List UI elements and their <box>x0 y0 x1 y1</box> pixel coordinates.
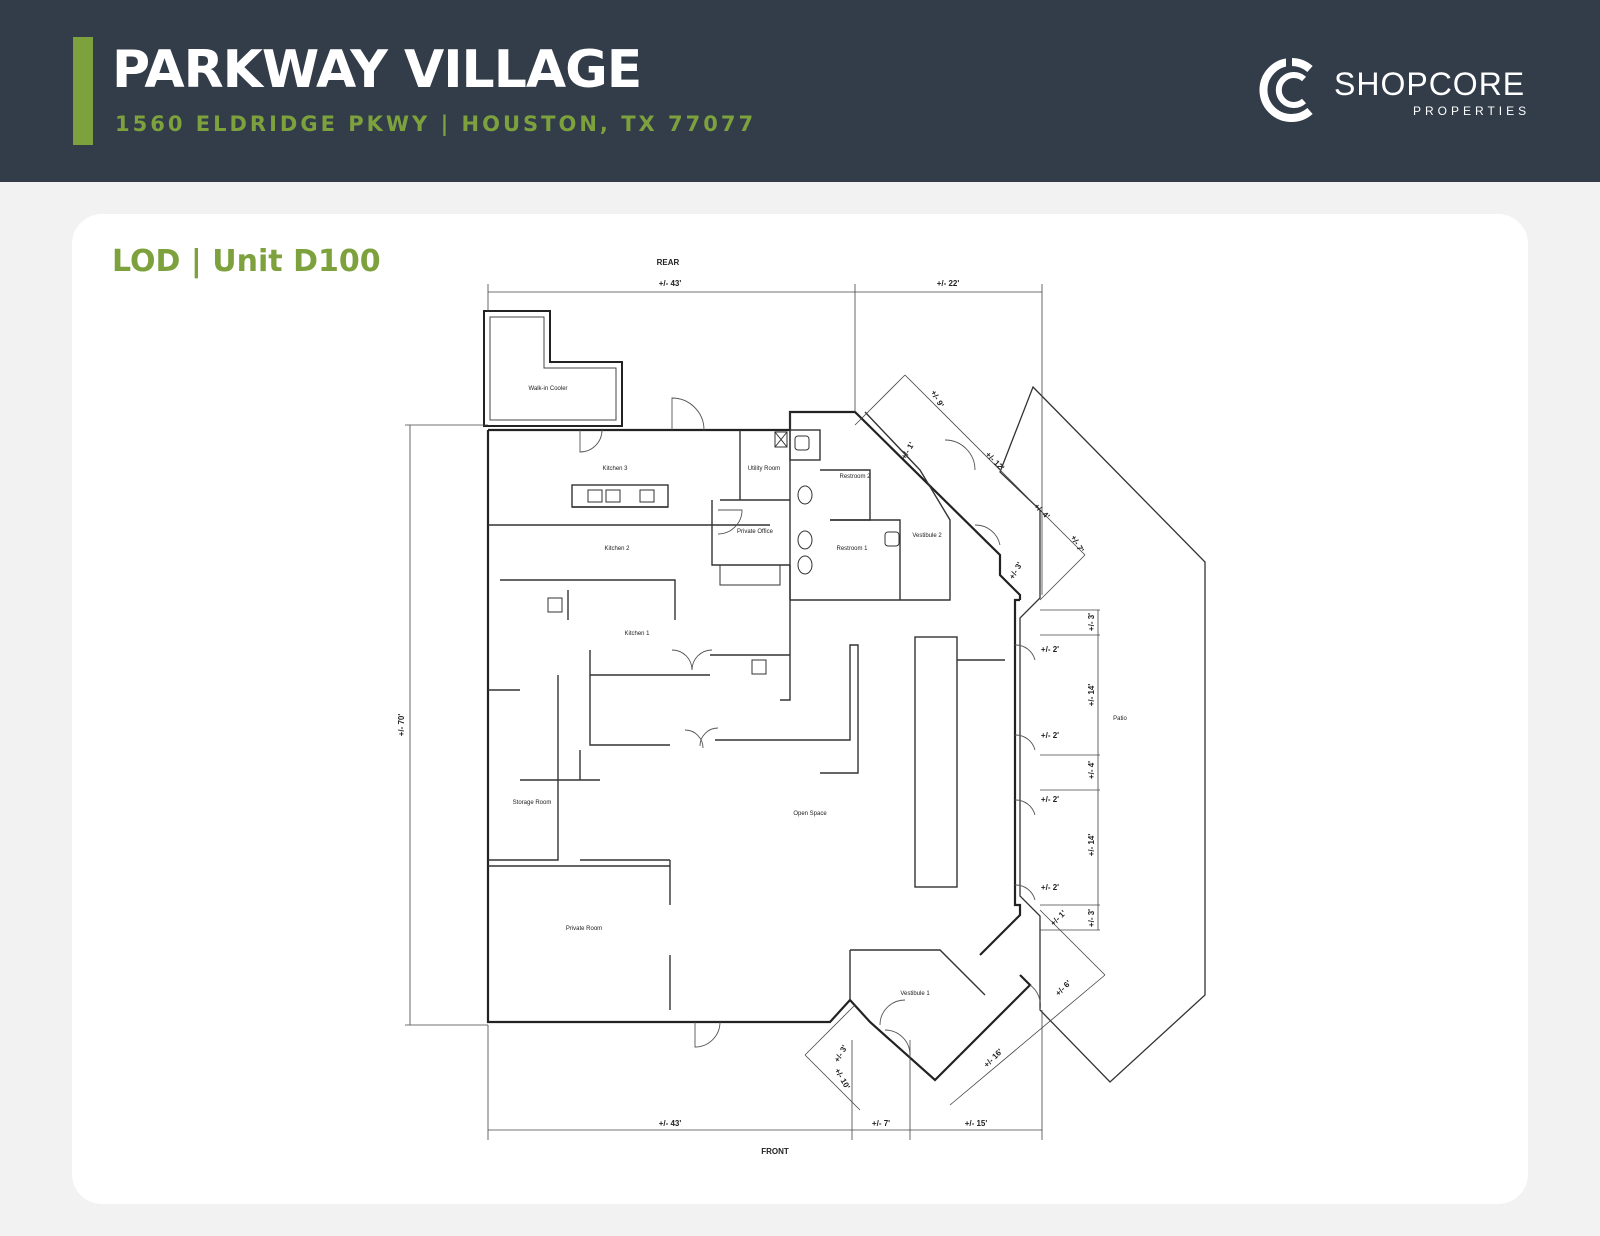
property-address: 1560 ELDRIDGE PKWY | HOUSTON, TX 77077 <box>115 112 757 136</box>
dim-diag-6: +/- 6' <box>1054 979 1073 998</box>
shopcore-logo: SHOPCORE PROPERTIES <box>1258 52 1548 128</box>
dim-diag-1-bottom: +/- 1' <box>1049 909 1068 928</box>
unit-title: LOD | Unit D100 <box>112 244 381 279</box>
dim-right-2-a: +/- 2' <box>1041 645 1059 654</box>
dim-bottom-mid: +/- 7' <box>872 1119 890 1128</box>
logo-tagline: PROPERTIES <box>1413 104 1531 118</box>
dim-diag-12: +/- 12' <box>984 450 1006 472</box>
label-utility-room: Utility Room <box>748 466 780 472</box>
dim-right-3-top: +/- 3' <box>1087 613 1096 631</box>
dim-top-right: +/- 22' <box>937 279 960 288</box>
logo-brand-name: SHOPCORE <box>1334 66 1526 102</box>
label-patio: Patio <box>1113 716 1127 722</box>
fixtures <box>547 431 900 675</box>
dimension-lines <box>405 284 1106 1140</box>
dim-right-4: +/- 4' <box>1087 761 1096 779</box>
label-front: FRONT <box>761 1147 789 1156</box>
label-storage-room: Storage Room <box>513 800 552 806</box>
dim-top-left: +/- 43' <box>659 279 682 288</box>
label-kitchen-1: Kitchen 1 <box>624 631 650 637</box>
dim-diag-10: +/- 10' <box>833 1067 852 1091</box>
dim-diag-7: +/- 7' <box>1069 534 1086 554</box>
room-labels: Walk-in Cooler Kitchen 3 Kitchen 2 Kitch… <box>513 386 1128 997</box>
label-rear: REAR <box>657 258 680 267</box>
dim-right-14-a: +/- 14' <box>1087 684 1096 707</box>
dim-left-height: +/- 70' <box>397 714 406 737</box>
label-private-room: Private Room <box>566 926 602 932</box>
door-swings <box>579 397 1041 1056</box>
walk-in-cooler <box>483 310 623 427</box>
interior-walls <box>488 411 1005 1010</box>
property-title: PARKWAY VILLAGE <box>112 40 642 100</box>
label-walk-in-cooler: Walk-in Cooler <box>528 386 567 392</box>
dim-diag-16: +/- 16' <box>982 1047 1004 1069</box>
dim-bottom-left: +/- 43' <box>659 1119 682 1128</box>
shopcore-logo-icon <box>1259 56 1313 122</box>
label-vestibule-1: Vestibule 1 <box>900 991 930 997</box>
dim-right-14-b: +/- 14' <box>1087 834 1096 857</box>
label-vestibule-2: Vestibule 2 <box>912 533 942 539</box>
dim-diag-3-top: +/- 3' <box>1007 561 1024 581</box>
dim-diag-1-top: +/- 1' <box>899 441 916 461</box>
label-restroom-2: Restroom 2 <box>839 474 871 480</box>
patio-outline <box>999 385 1206 1083</box>
exterior-walls <box>486 410 1032 1082</box>
dim-right-3-bottom: +/- 3' <box>1087 909 1096 927</box>
label-private-office: Private Office <box>737 529 774 535</box>
dim-right-2-d: +/- 2' <box>1041 883 1059 892</box>
dim-bottom-right: +/- 15' <box>965 1119 988 1128</box>
dim-diag-9: +/- 9' <box>929 389 946 409</box>
dim-right-2-b: +/- 2' <box>1041 731 1059 740</box>
header-banner: PARKWAY VILLAGE 1560 ELDRIDGE PKWY | HOU… <box>0 0 1600 182</box>
label-kitchen-2: Kitchen 2 <box>604 546 630 552</box>
label-kitchen-3: Kitchen 3 <box>602 466 628 472</box>
label-open-space: Open Space <box>793 811 827 817</box>
dim-diag-3-bottom: +/- 3' <box>832 1044 849 1064</box>
dim-right-2-c: +/- 2' <box>1041 795 1059 804</box>
label-restroom-1: Restroom 1 <box>836 546 868 552</box>
accent-bar <box>73 37 93 145</box>
floorplan-card: LOD | Unit D100 <box>72 214 1528 1204</box>
